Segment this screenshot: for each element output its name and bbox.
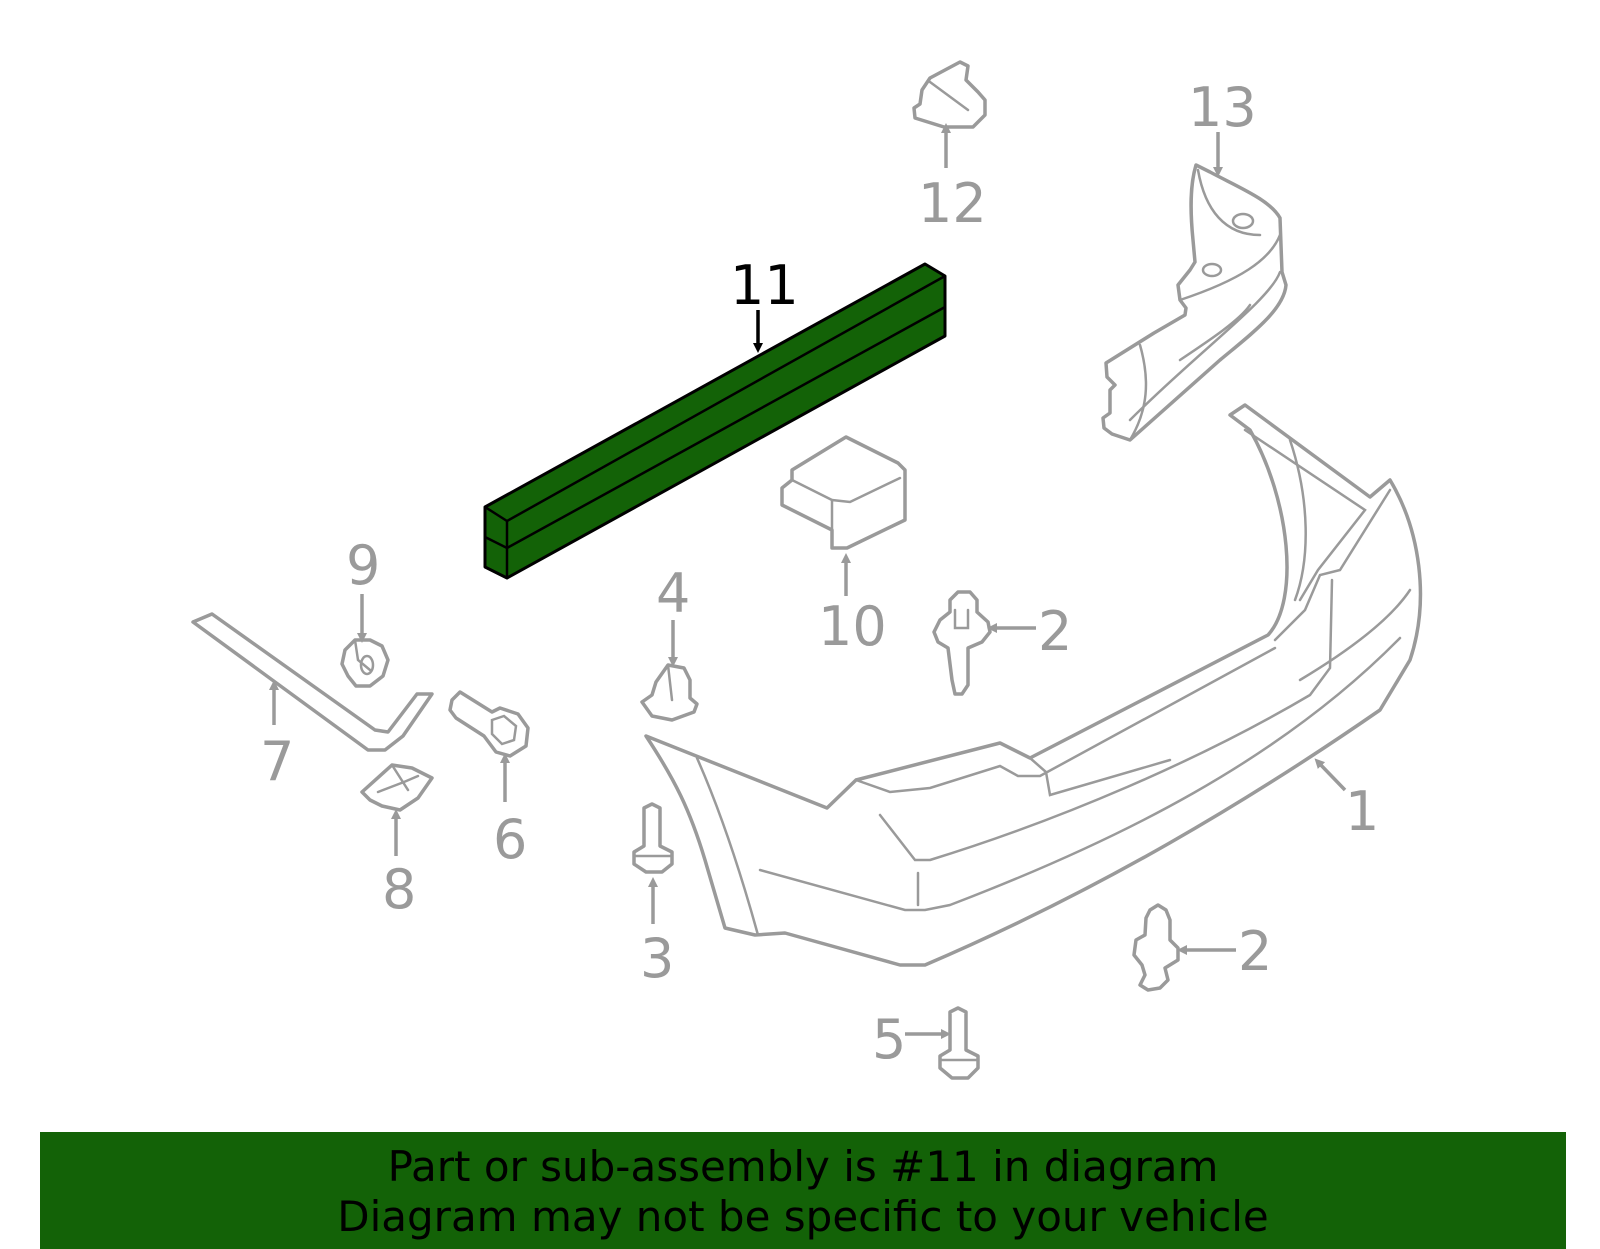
- part-3-bolt[interactable]: [632, 802, 674, 874]
- part-2-clip-upper[interactable]: [932, 590, 992, 696]
- callout-12: 12: [918, 123, 987, 235]
- callout-2b: 2: [1177, 920, 1272, 983]
- callout-4: 4: [656, 562, 690, 667]
- callout-2a: 2: [987, 600, 1072, 663]
- part-4-retainer[interactable]: [640, 663, 699, 722]
- callout-9: 9: [346, 534, 380, 643]
- callout-5-label: 5: [872, 1008, 906, 1071]
- part-2-clip-lower[interactable]: [1132, 903, 1180, 992]
- callout-10: 10: [818, 553, 887, 658]
- callout-7: 7: [260, 680, 294, 793]
- callout-11-label: 11: [730, 254, 799, 317]
- callout-13: 13: [1188, 76, 1257, 177]
- part-5-bolt[interactable]: [938, 1006, 980, 1080]
- callout-8-label: 8: [382, 858, 416, 921]
- part-1-bumper-cover[interactable]: [644, 403, 1423, 967]
- callout-5: 5: [872, 1008, 951, 1071]
- callout-2b-label: 2: [1238, 920, 1272, 983]
- callout-10-label: 10: [818, 595, 887, 658]
- callout-6: 6: [493, 753, 527, 871]
- callout-4-label: 4: [656, 562, 690, 625]
- callout-1-label: 1: [1345, 780, 1379, 843]
- part-13-side-bracket[interactable]: [1101, 163, 1288, 442]
- part-6-flange-bolt[interactable]: [448, 690, 530, 758]
- part-11-energy-absorber[interactable]: [483, 262, 947, 580]
- callout-3-label: 3: [640, 927, 674, 990]
- callout-12-label: 12: [918, 172, 987, 235]
- part-12-upper-bracket[interactable]: [912, 60, 987, 129]
- callout-3: 3: [640, 877, 674, 990]
- banner-line-2: Diagram may not be specific to your vehi…: [337, 1192, 1269, 1241]
- callout-9-label: 9: [346, 534, 380, 597]
- banner-line-1: Part or sub-assembly is #11 in diagram: [387, 1142, 1219, 1191]
- callout-1: 1: [1314, 758, 1379, 843]
- callout-6-label: 6: [493, 808, 527, 871]
- part-9-nut[interactable]: [340, 638, 390, 688]
- info-banner: Part or sub-assembly is #11 in diagram D…: [40, 1132, 1566, 1249]
- callout-8: 8: [382, 809, 416, 921]
- callout-2a-label: 2: [1038, 600, 1072, 663]
- part-10-block[interactable]: [780, 435, 907, 550]
- part-7-molding-strip[interactable]: [191, 612, 434, 752]
- part-8-clip[interactable]: [360, 763, 434, 812]
- callout-11: 11: [730, 254, 799, 353]
- callout-13-label: 13: [1188, 76, 1257, 139]
- callout-7-label: 7: [260, 730, 294, 793]
